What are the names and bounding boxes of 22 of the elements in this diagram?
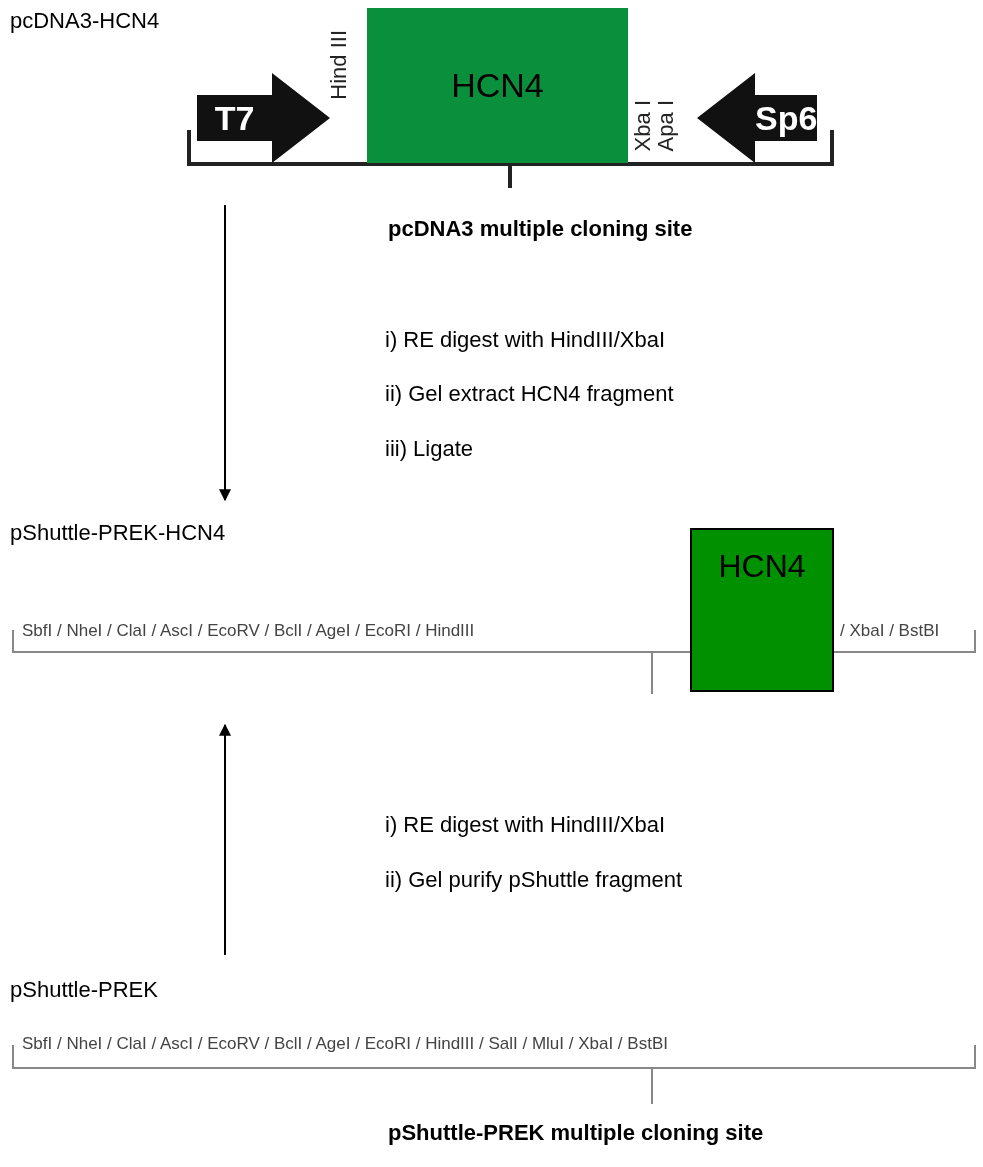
restriction-site-list: SbfI / NheI / ClaI / AscI / EcoRV / BclI / AgeI / EcoRI / HindIII / SalI / MluI / XbaI / BstBI [22,1034,668,1054]
step-text: ii) Gel extract HCN4 fragment [385,381,674,407]
step-text: ii) Gel purify pShuttle fragment [385,867,683,893]
restriction-site-label: Xba I [632,100,654,152]
restriction-site-label: Hind III [328,30,350,100]
gene-insert-box: HCN4 [690,528,834,692]
restriction-site-list: / XbaI / BstBI [840,621,940,641]
promoter-arrow: Sp6 [697,73,817,163]
step-text: i) RE digest with HindIII/XbaI [385,327,665,353]
step-text: i) RE digest with HindIII/XbaI [385,812,665,838]
restriction-site-list: SbfI / NheI / ClaI / AscI / EcoRV / BclI / AgeI / EcoRI / HindIII [22,621,475,641]
site-caption: pShuttle-PREK multiple cloning site [388,1120,764,1146]
restriction-site-label: Apa I [655,100,677,152]
promoter-arrow: T7 [197,73,330,163]
site-caption: pcDNA3 multiple cloning site [388,216,693,242]
construct-title: pcDNA3-HCN4 [10,8,160,34]
arrow [219,723,231,956]
step-text: iii) Ligate [385,436,474,462]
arrow [219,204,231,502]
construct-title: pShuttle-PREK [10,977,158,1003]
construct-title: pShuttle-PREK-HCN4 [10,520,226,546]
gene-insert-box: HCN4 [367,8,628,163]
